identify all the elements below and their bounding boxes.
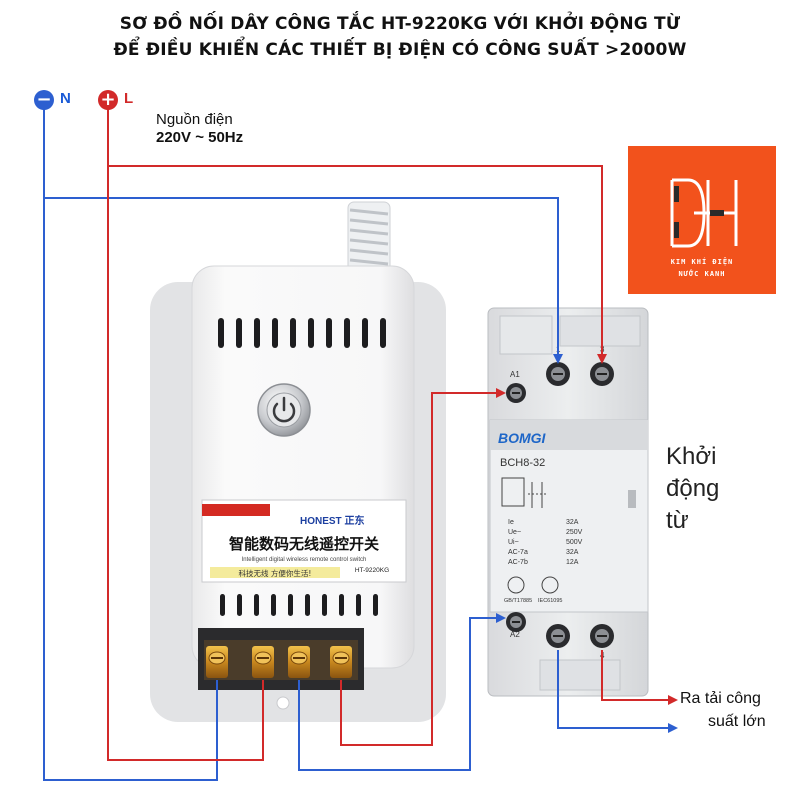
cert-2: IEC61095 xyxy=(538,598,562,604)
neutral-wires xyxy=(43,108,678,781)
neutral-wire-to-load xyxy=(557,650,678,733)
contactor-terminal-a1-label: A1 xyxy=(510,370,520,379)
bottom-vents xyxy=(220,594,378,616)
neutral-terminal-icon: − xyxy=(34,90,54,110)
dh-logo-icon xyxy=(670,178,738,248)
contactor-screw-a1 xyxy=(506,383,526,403)
spec-key: Ui~ xyxy=(508,539,519,546)
product-subtitle-en: Intelligent digital wireless remote cont… xyxy=(242,557,367,563)
neutral-wire-to-contactor-1 xyxy=(44,197,563,364)
certification-marks: GB/T17885 IEC61095 xyxy=(504,576,562,604)
line-wires xyxy=(107,108,678,761)
contactor-screw-1 xyxy=(546,362,570,386)
power-button xyxy=(257,383,311,437)
contactor-label-line-1: Khởi xyxy=(666,443,717,470)
mounting-hole xyxy=(276,696,290,710)
product-label: HONEST 正东 智能数码无线遥控开关 Intelligent digital… xyxy=(201,499,407,583)
spec-val: 32A xyxy=(566,519,579,526)
switch-terminal-block xyxy=(198,628,364,690)
spec-key: AC-7a xyxy=(508,549,528,556)
contactor-screw-a2 xyxy=(506,612,526,632)
contactor-spec-table: Ie 32A Ue~ 250V Ui~ 500V AC-7a 32A AC-7b 12A xyxy=(508,519,583,566)
contactor-label-line-2: động xyxy=(666,475,720,502)
spec-val: 500V xyxy=(566,539,583,546)
brand-logo: KIM KHÍ ĐIỆN NƯỚC KANH xyxy=(628,146,776,294)
contactor-terminal-a2-label: A2 xyxy=(510,630,520,639)
remote-switch-device: HONEST 正东 智能数码无线遥控开关 Intelligent digital… xyxy=(150,201,446,722)
antenna-spring xyxy=(347,201,391,273)
contactor-screw-4 xyxy=(590,624,614,648)
power-source-voltage: 220V ~ 50Hz xyxy=(156,129,244,146)
output-label-line-2: suất lớn xyxy=(708,713,766,730)
power-source-label: Nguồn điện xyxy=(156,111,233,128)
terminal-screw-1 xyxy=(206,646,228,678)
product-model-label: HT-9220KG xyxy=(355,567,389,574)
spec-key: AC-7b xyxy=(508,559,528,566)
terminal-screw-2 xyxy=(252,646,274,678)
neutral-wire-to-a2 xyxy=(298,613,506,771)
neutral-terminal-label: N xyxy=(60,90,71,107)
product-title-cn: 智能数码无线遥控开关 xyxy=(229,535,379,553)
contactor-model: BCH8-32 xyxy=(500,457,545,469)
contactor-faceplate xyxy=(489,419,649,613)
line-terminal-label: L xyxy=(124,90,134,107)
logo-caption-1: KIM KHÍ ĐIỆN xyxy=(670,258,734,266)
neutral-wire-to-switch xyxy=(43,108,218,781)
spec-val: 250V xyxy=(566,529,583,536)
product-slogan-cn: 科技无线 方便你生活! xyxy=(239,568,312,578)
spec-val: 12A xyxy=(566,559,579,566)
diagram-title-line-2: ĐỂ ĐIỀU KHIỂN CÁC THIẾT BỊ ĐIỆN CÓ CÔNG … xyxy=(113,40,687,60)
line-terminal-icon: + xyxy=(98,90,118,110)
spec-key: Ie xyxy=(508,519,514,526)
contactor-schematic-icon xyxy=(501,477,548,508)
cert-1: GB/T17885 xyxy=(504,598,532,604)
contactor-indicator-window xyxy=(628,490,636,508)
brand-logo-text: HONEST 正东 xyxy=(300,514,364,527)
contactor-screw-3 xyxy=(590,362,614,386)
contactor-brand: BOMGI xyxy=(498,430,547,446)
power-symbol-icon xyxy=(272,402,296,423)
spec-val: 32A xyxy=(566,549,579,556)
contactor-screw-2 xyxy=(546,624,570,648)
output-label-line-1: Ra tải công xyxy=(680,690,761,707)
line-wire-to-a1 xyxy=(340,388,506,746)
terminal-screw-3 xyxy=(288,646,310,678)
terminal-screw-4 xyxy=(330,646,352,678)
line-wire-to-contactor-3 xyxy=(108,165,607,364)
contactor-label-line-3: từ xyxy=(666,507,689,534)
spec-key: Ue~ xyxy=(508,529,521,536)
top-vents xyxy=(218,318,386,348)
line-wire-to-switch xyxy=(107,108,264,761)
logo-caption-2: NƯỚC KANH xyxy=(678,270,726,278)
diagram-title-line-1: SƠ ĐỒ NỐI DÂY CÔNG TẮC HT-9220KG VỚI KHỞ… xyxy=(119,14,681,34)
line-wire-to-load xyxy=(601,650,678,705)
